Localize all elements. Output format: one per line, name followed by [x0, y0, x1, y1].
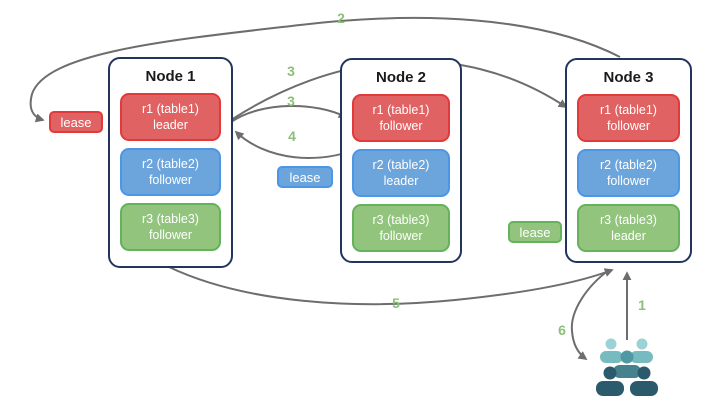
- node-1: Node 1 r1 (table1) leader r2 (table2) fo…: [108, 57, 233, 268]
- replica-role: follower: [148, 228, 193, 242]
- replica-name: r3 (table3): [372, 212, 430, 227]
- arrow-step-3-to-node2: [230, 105, 348, 123]
- lease-badge-blue: lease: [277, 166, 333, 188]
- replica-role: follower: [606, 174, 651, 188]
- node-title: Node 2: [375, 69, 426, 86]
- arrow-step-6: [570, 269, 610, 361]
- replica-node2-r1: r1 (table1) follower: [352, 94, 450, 142]
- replica-role: leader: [611, 229, 646, 243]
- replica-node3-r3: r3 (table3) leader: [577, 204, 680, 252]
- replica-node2-r3: r3 (table3) follower: [352, 204, 450, 252]
- replica-name: r3 (table3): [142, 211, 199, 226]
- node-title: Node 1: [145, 68, 196, 85]
- lease-badge-green: lease: [508, 221, 562, 243]
- step-label-1: 1: [638, 297, 646, 313]
- replica-name: r1 (table1): [142, 101, 199, 116]
- users-group-icon: [596, 338, 658, 396]
- arrow-step-2: [29, 16, 621, 123]
- step-label-5: 5: [392, 295, 400, 311]
- replica-role: follower: [606, 119, 651, 133]
- replica-role: follower: [379, 229, 423, 243]
- replica-name: r1 (table1): [372, 102, 430, 117]
- node-2: Node 2 r1 (table1) follower r2 (table2) …: [340, 58, 462, 263]
- replica-node2-r2: r2 (table2) leader: [352, 149, 450, 197]
- replica-role: leader: [383, 174, 419, 188]
- replica-node3-r2: r2 (table2) follower: [577, 149, 680, 197]
- step-label-3b: 3: [287, 93, 295, 109]
- replica-node1-r2: r2 (table2) follower: [120, 148, 221, 196]
- replica-role: follower: [379, 119, 423, 133]
- replica-name: r3 (table3): [600, 212, 657, 227]
- node-3: Node 3 r1 (table1) follower r2 (table2) …: [565, 58, 692, 263]
- arrow-step-5: [168, 266, 614, 306]
- replica-name: r2 (table2): [600, 157, 657, 172]
- step-label-3a: 3: [287, 63, 295, 79]
- step-label-6: 6: [558, 322, 566, 338]
- replica-role: leader: [153, 118, 188, 132]
- replica-role: follower: [148, 173, 193, 187]
- step-label-2: 2: [337, 10, 345, 26]
- replica-name: r1 (table1): [600, 102, 657, 117]
- node-title: Node 3: [603, 69, 654, 86]
- replica-name: r2 (table2): [142, 156, 199, 171]
- replica-node1-r3: r3 (table3) follower: [120, 203, 221, 251]
- replica-node3-r1: r1 (table1) follower: [577, 94, 680, 142]
- replica-node1-r1: r1 (table1) leader: [120, 93, 221, 141]
- lease-badge-red: lease: [49, 111, 103, 133]
- step-label-4: 4: [288, 128, 296, 144]
- replica-name: r2 (table2): [372, 157, 430, 172]
